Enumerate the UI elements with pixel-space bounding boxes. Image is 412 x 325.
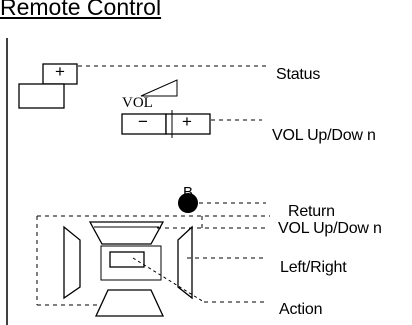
vol-plus-button [165, 113, 211, 135]
status-indicator [18, 83, 65, 109]
return-callout: Return [288, 203, 335, 220]
action-leader-diag [132, 257, 205, 303]
vol-plus-symbol: + [182, 112, 192, 131]
action-callout: Action [279, 301, 323, 318]
left-pad [63, 225, 81, 300]
status-plus-symbol: + [55, 62, 65, 81]
status-callout: Status [276, 66, 321, 83]
vol-up-down-callout: VOL Up/Dow n [272, 127, 376, 144]
right-pad [177, 225, 193, 300]
diagram-title: Remote Control [0, 0, 162, 20]
center-area-outer [100, 245, 162, 281]
center-action-button [109, 251, 145, 268]
return-button [178, 193, 198, 213]
bottom-pad [94, 289, 165, 317]
volume-ramp-icon [140, 79, 178, 97]
return-button-letter: B [183, 184, 194, 201]
vol-up-down-callout-2: VOL Up/Dow n [278, 220, 382, 237]
vol-label: VOL [122, 95, 153, 111]
vol-minus-symbol: − [138, 112, 148, 131]
left-right-callout: Left/Right [280, 259, 347, 276]
vol-up-pad [88, 221, 165, 245]
